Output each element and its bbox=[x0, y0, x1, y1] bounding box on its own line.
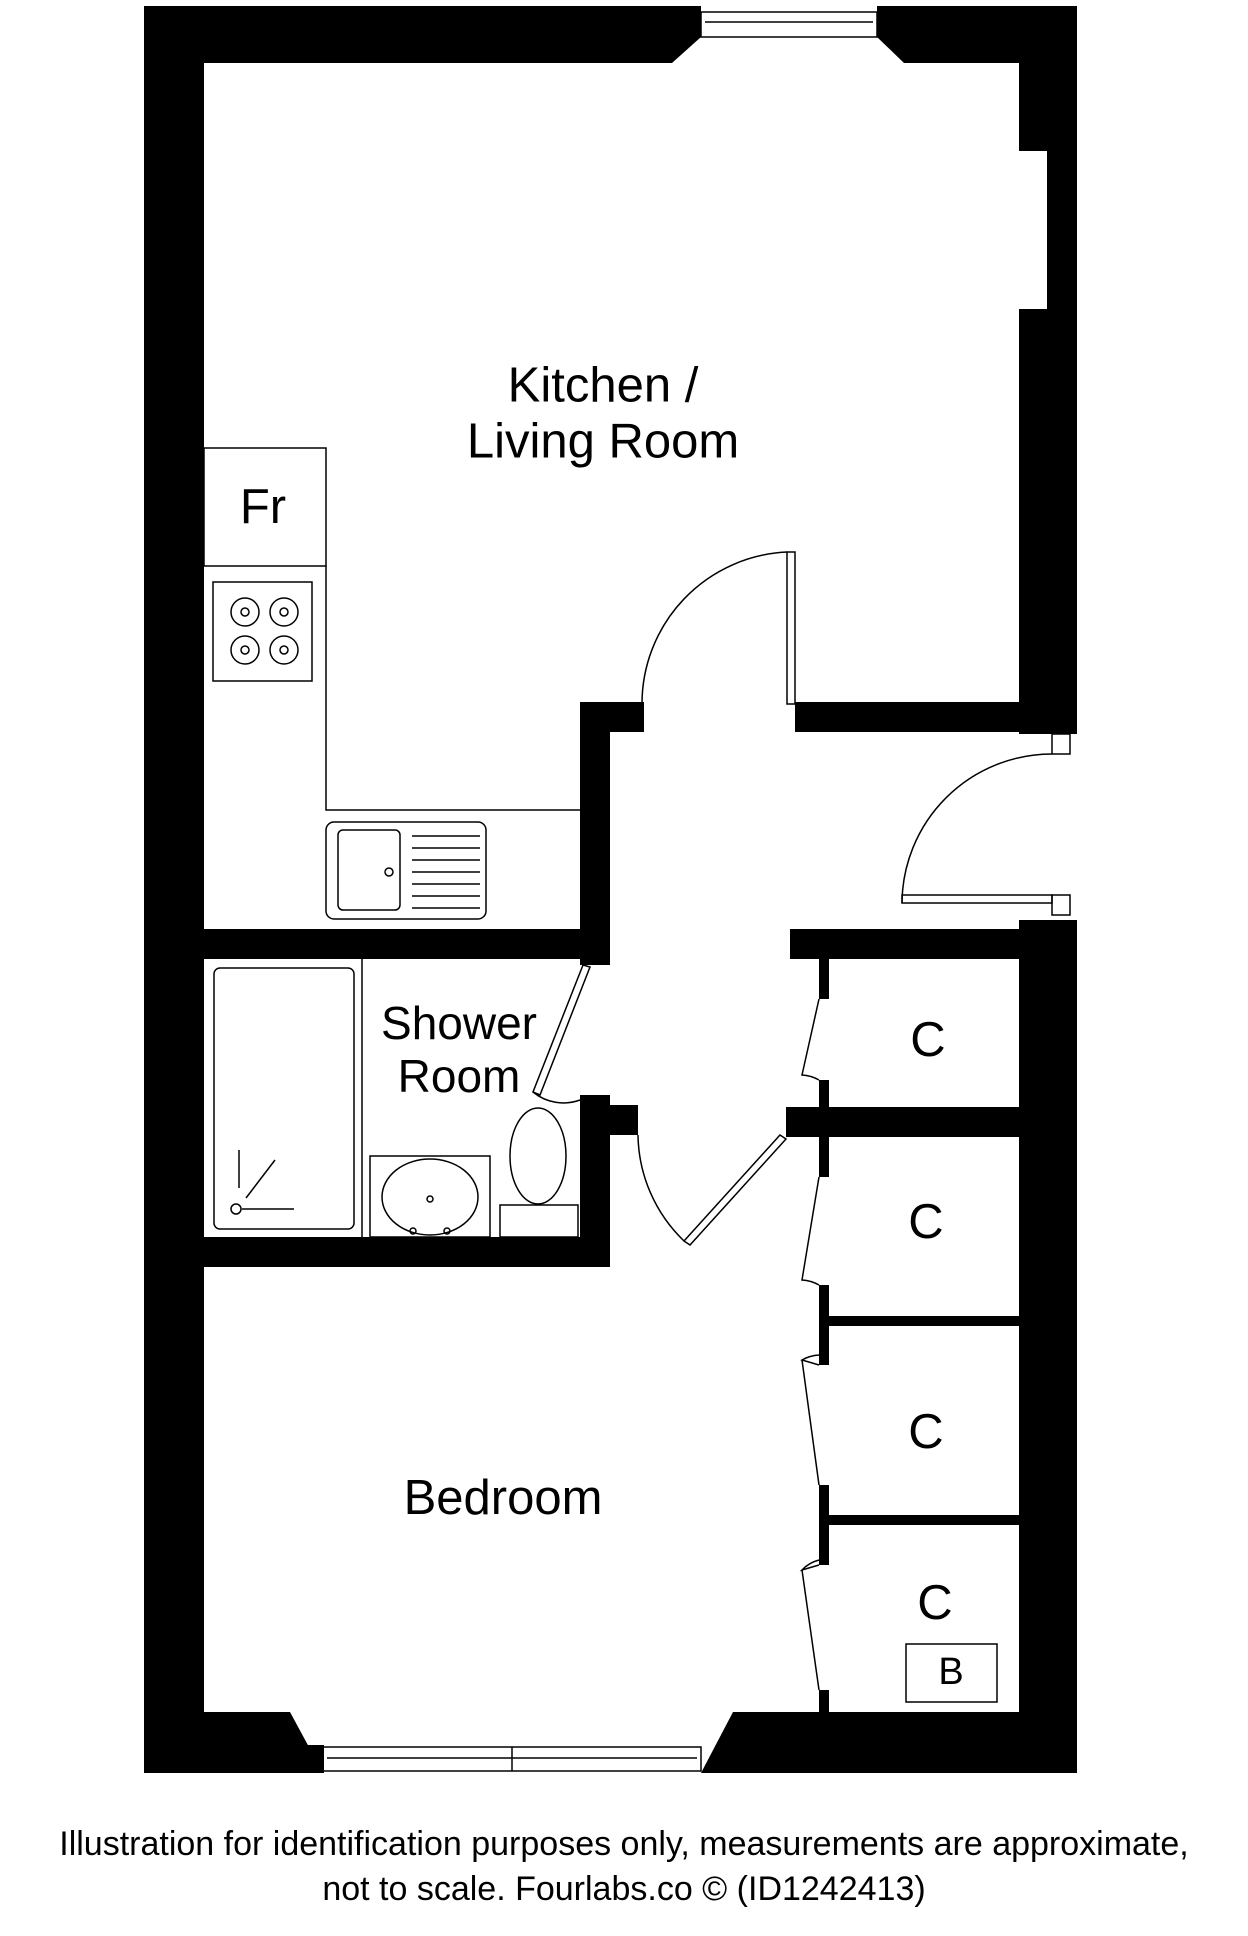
shower-label-line2: Room bbox=[397, 1050, 521, 1102]
fridge-label: Fr bbox=[239, 479, 287, 534]
fixtures-lines bbox=[203, 11, 1071, 1772]
cupboard-label-3: C bbox=[908, 1404, 944, 1459]
caption-line2: not to scale. Fourlabs.co © (ID1242413) bbox=[322, 1870, 926, 1908]
room-label-bedroom: Bedroom bbox=[403, 1470, 603, 1525]
caption-line1: Illustration for identification purposes… bbox=[59, 1825, 1189, 1863]
room-label-kitchen: Kitchen / Living Room bbox=[467, 358, 739, 471]
room-label-shower: Shower Room bbox=[381, 997, 537, 1103]
cupboard-label-2: C bbox=[908, 1194, 944, 1249]
kitchen-label-line2: Living Room bbox=[466, 415, 740, 469]
shower-label-line1: Shower bbox=[381, 997, 537, 1050]
cupboard-label-4: C bbox=[917, 1575, 953, 1630]
kitchen-label-line1: Kitchen / bbox=[507, 358, 699, 413]
boiler-label: B bbox=[938, 1651, 964, 1694]
walls bbox=[144, 6, 1077, 1773]
cupboard-label-1: C bbox=[910, 1012, 946, 1067]
